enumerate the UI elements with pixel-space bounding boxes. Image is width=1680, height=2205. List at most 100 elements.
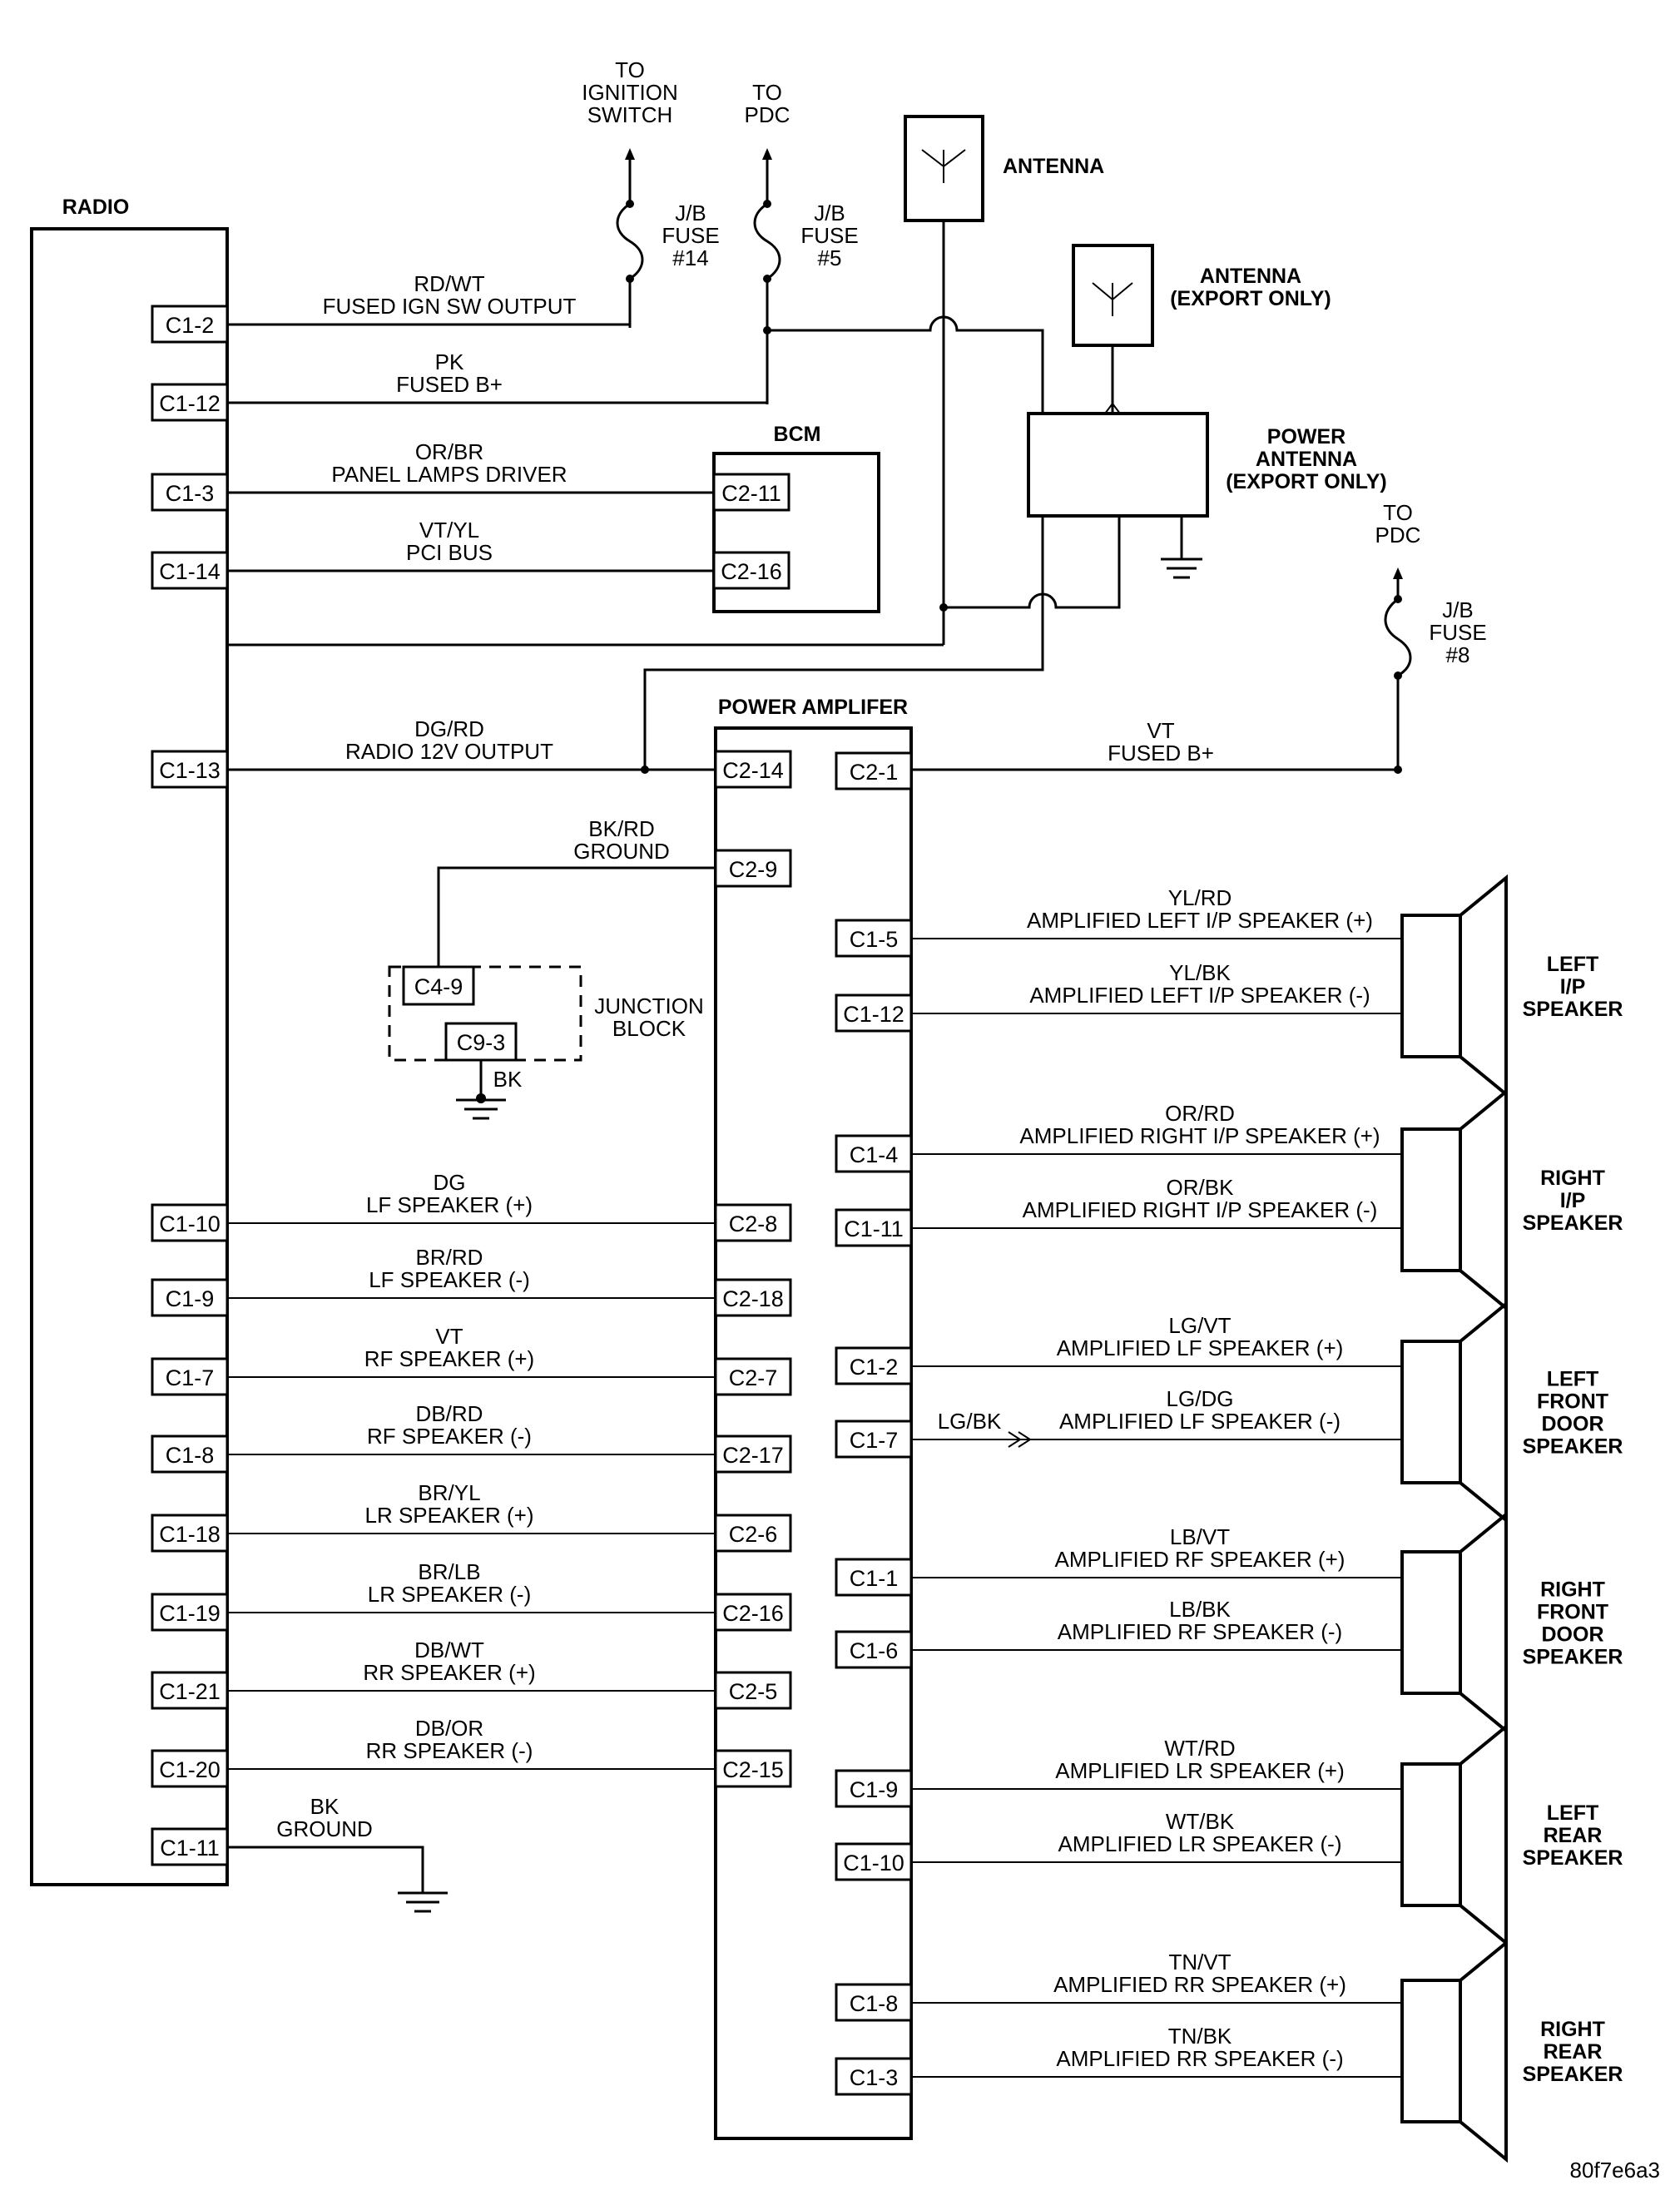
speakers: LEFTI/PSPEAKERRIGHTI/PSPEAKERLEFTFRONTDO… — [1400, 874, 1623, 2163]
radio-wire-name: FUSED IGN SW OUTPUT — [323, 294, 577, 319]
radio-pin-label: C1-13 — [159, 758, 221, 783]
speaker-label-line: REAR — [1544, 1824, 1603, 1847]
speaker-label-line: SPEAKER — [1523, 2063, 1623, 2086]
speaker-wire-color: OR/BK — [1167, 1175, 1235, 1200]
amp-connector-c1-4 — [835, 1134, 913, 1173]
speaker-label-line: SPEAKER — [1523, 1435, 1623, 1459]
radio-pin-label: C1-8 — [166, 1443, 215, 1468]
speaker-magnet — [1400, 914, 1462, 1058]
amp-pin-label: C1-11 — [844, 1216, 904, 1241]
junction-block-label-2: BLOCK — [612, 1016, 686, 1041]
radio-module: RADIO — [30, 196, 229, 1886]
speaker-wire-name: AMPLIFIED LR SPEAKER (-) — [1058, 1831, 1342, 1856]
radio-box — [30, 227, 229, 1886]
dest-connector-c2-11 — [712, 473, 790, 512]
radio-wire-name: RF SPEAKER (-) — [367, 1424, 532, 1449]
speaker-label-line: LEFT — [1547, 953, 1599, 976]
amp-connector-c1-1 — [835, 1558, 913, 1597]
speaker-wire-color: OR/RD — [1165, 1101, 1235, 1126]
power-amplifier-module: POWER AMPLIFER — [714, 696, 913, 2140]
radio-connector-c1-11 — [151, 1827, 229, 1866]
radio-connector-c1-7 — [151, 1357, 229, 1396]
radio-connector-c1-13 — [151, 750, 229, 789]
speaker-wire-color: LG/DG — [1167, 1386, 1234, 1411]
amp-pin-label: C1-7 — [850, 1428, 899, 1453]
amp-pin-label: C1-6 — [850, 1638, 899, 1663]
radio-pin-label: C1-10 — [159, 1212, 221, 1236]
radio-pin-label: C1-21 — [159, 1679, 221, 1704]
amp-connector-c1-12 — [835, 993, 913, 1033]
speaker-label-line: LEFT — [1547, 1368, 1599, 1391]
jb-c9-3-label: C9-3 — [457, 1030, 506, 1055]
speaker-label-line: SPEAKER — [1523, 1846, 1623, 1870]
radio-wire-color: DG — [434, 1170, 466, 1195]
radio-connector-c1-12 — [151, 383, 229, 422]
speaker-wire-name: AMPLIFIED RR SPEAKER (-) — [1056, 2046, 1343, 2071]
radio-wire-color: BR/YL — [418, 1480, 480, 1505]
speaker-cone — [1459, 1510, 1508, 1735]
speaker-wire-name: AMPLIFIED RIGHT I/P SPEAKER (+) — [1019, 1123, 1380, 1148]
speaker-wire-color: WT/BK — [1166, 1809, 1235, 1834]
speaker-label-line: I/P — [1560, 975, 1586, 998]
radio-wire-color: BR/RD — [416, 1245, 483, 1270]
power-antenna-box — [1027, 412, 1209, 518]
ignition-dest-1: TO — [615, 57, 645, 82]
radio-connector-c1-19 — [151, 1593, 229, 1632]
radio-pin-label: C1-20 — [159, 1757, 221, 1782]
speaker-wire-color: YL/RD — [1168, 885, 1232, 910]
amp-c2-1-label: C2-1 — [850, 760, 899, 785]
speaker-wire-name: AMPLIFIED LF SPEAKER (-) — [1059, 1409, 1341, 1434]
dest-pin-label: C2-16 — [721, 559, 782, 584]
jb-ground-wire-color: BK — [493, 1067, 523, 1092]
speaker-label-line: DOOR — [1542, 1623, 1604, 1647]
radio-wire-name: LF SPEAKER (+) — [366, 1192, 533, 1217]
radio-connector-c1-18 — [151, 1514, 229, 1553]
dest-pin-label: C2-18 — [722, 1286, 784, 1311]
figure-id: 80f7e6a3 — [1570, 2158, 1660, 2183]
amp-connector-c1-10 — [835, 1842, 913, 1881]
radio-wire-color: VT — [435, 1324, 463, 1349]
antenna-label: ANTENNA — [1003, 155, 1104, 178]
radio-wire-name: FUSED B+ — [396, 372, 503, 397]
amp-ground-wire-name: GROUND — [573, 839, 670, 864]
amp-c2-9-label: C2-9 — [729, 857, 778, 882]
fuse5-label-3: #5 — [818, 245, 842, 270]
splice-wire-color: LG/BK — [938, 1409, 1002, 1434]
speaker-cone — [1459, 874, 1508, 1098]
connector-c4-9 — [402, 965, 475, 1006]
amp-pin-label: C1-5 — [850, 927, 899, 952]
antenna-export: ANTENNA (EXPORT ONLY) — [1072, 244, 1331, 347]
radio-wire-name: RR SPEAKER (+) — [363, 1660, 535, 1685]
speaker-wire-name: AMPLIFIED LEFT I/P SPEAKER (-) — [1029, 983, 1370, 1008]
speaker-wire-name: AMPLIFIED RF SPEAKER (+) — [1055, 1547, 1345, 1572]
speaker-wire-name: AMPLIFIED RR SPEAKER (+) — [1053, 1972, 1346, 1997]
dest-pin-label: C2-17 — [722, 1443, 784, 1468]
radio-wire-color: DB/WT — [414, 1638, 484, 1662]
radio-wire-name: PANEL LAMPS DRIVER — [331, 462, 567, 487]
speaker-label-line: FRONT — [1537, 1601, 1608, 1624]
radio-wire-name: LR SPEAKER (+) — [364, 1503, 533, 1528]
dest-connector-c2-14 — [714, 750, 792, 789]
radio-wire-color: RD/WT — [414, 271, 484, 296]
radio-wire-name: GROUND — [276, 1816, 373, 1841]
pdc-destination-right: TO PDC J/B FUSE #8 — [1375, 500, 1487, 774]
junction-block-label-1: JUNCTION — [594, 993, 703, 1018]
amp-pin-label: C1-2 — [850, 1355, 899, 1380]
radio-pin-label: C1-12 — [159, 391, 221, 416]
radio-connector-c1-9 — [151, 1278, 229, 1317]
speaker-wire-color: LG/VT — [1168, 1313, 1231, 1338]
dest-pin-label: C2-11 — [721, 481, 781, 506]
pdc-top-dest-2: PDC — [745, 102, 790, 127]
